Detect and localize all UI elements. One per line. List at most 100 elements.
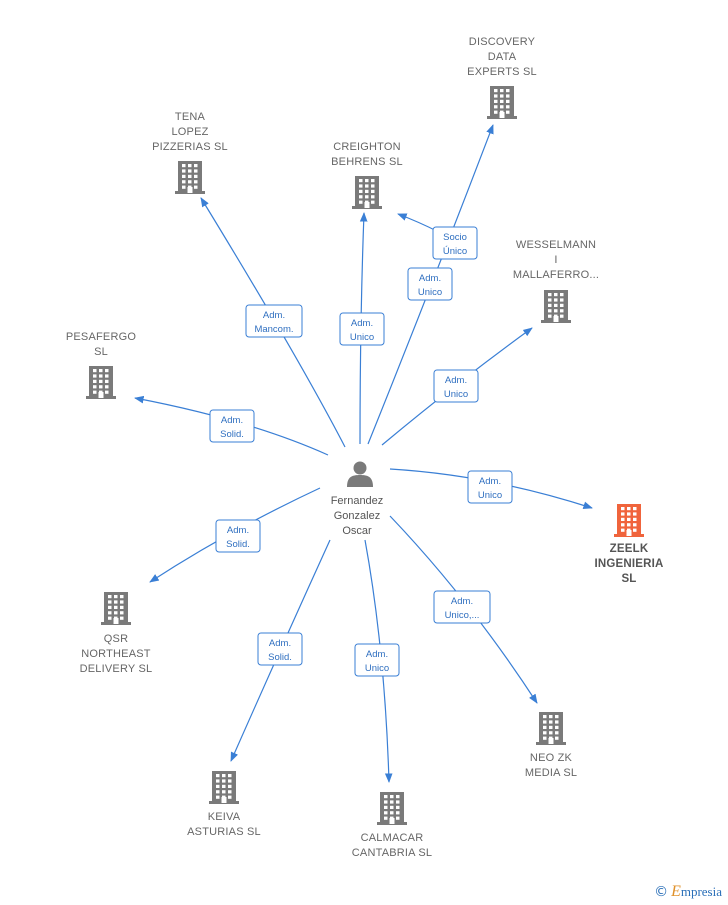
edge-label-text: Adm. xyxy=(479,476,501,487)
nodes-layer: DISCOVERY DATA EXPERTS SL TENA LOPEZ PIZZERIA… xyxy=(66,36,663,859)
company-node-creighton[interactable]: CREIGHTON BEHRENS SL xyxy=(331,141,403,209)
edge-label-box xyxy=(339,312,385,346)
edge-label-text: Unico xyxy=(478,490,502,501)
brand-name: mpresia xyxy=(680,884,722,899)
company-label: DATA xyxy=(488,51,517,63)
edge-labels-layer: Adm.Mancom.Adm.UnicoSocioÚnicoAdm.UnicoA… xyxy=(209,226,513,677)
edge-label-text: Adm. xyxy=(269,638,291,649)
edge-label-box xyxy=(467,470,513,504)
edge-label-qsr[interactable]: Adm. Solid. xyxy=(215,519,261,553)
edge-label-text: Adm. xyxy=(263,310,285,321)
edge-label-calmacar[interactable]: Adm. Unico xyxy=(354,643,400,677)
building-icon xyxy=(536,712,566,745)
brand-initial: E xyxy=(671,883,681,900)
edge-label-tena[interactable]: Adm. Mancom. xyxy=(245,304,303,338)
company-label: PIZZERIAS SL xyxy=(152,141,228,153)
edge-label-text: Adm. xyxy=(227,525,249,536)
copyright-symbol: © xyxy=(654,884,669,900)
company-label: NORTHEAST xyxy=(81,648,151,660)
building-icon xyxy=(209,771,239,804)
footer-brand: ©Empresia xyxy=(654,883,722,901)
person-name-line: Fernandez xyxy=(331,495,384,507)
building-icon xyxy=(352,176,382,209)
company-label: ASTURIAS SL xyxy=(187,826,261,838)
edge-label-discovery[interactable]: Adm. Unico xyxy=(407,267,453,301)
company-label: NEO ZK xyxy=(530,752,573,764)
company-node-keiva[interactable]: KEIVA ASTURIAS SL xyxy=(187,771,261,838)
company-label: PESAFERGO xyxy=(66,331,137,343)
edge-label-neo[interactable]: Adm. Unico,... xyxy=(433,590,491,624)
edge-label-box xyxy=(209,409,255,443)
company-label: CANTABRIA SL xyxy=(352,847,432,859)
company-label: CREIGHTON xyxy=(333,141,401,153)
edge-label-text: Adm. xyxy=(221,415,243,426)
edge-label-box xyxy=(257,632,303,666)
edge-label-text: Solid. xyxy=(220,429,244,440)
company-node-calmacar[interactable]: CALMACAR CANTABRIA SL xyxy=(352,792,432,859)
company-label: INGENIERIA xyxy=(594,558,663,570)
edge-label-text: Adm. xyxy=(419,273,441,284)
company-node-pesafergo[interactable]: PESAFERGO SL xyxy=(66,331,137,399)
edge-label-text: Adm. xyxy=(366,649,388,660)
edge-label-text: Unico xyxy=(418,287,442,298)
company-node-zeelk[interactable]: ZEELK INGENIERIA SL xyxy=(594,504,663,585)
edge-label-text: Adm. xyxy=(351,318,373,329)
edge-label-text: Único xyxy=(443,246,467,257)
edge-label-text: Unico xyxy=(350,332,374,343)
person-name-line: Oscar xyxy=(342,525,372,537)
company-label: WESSELMANN xyxy=(516,239,596,251)
company-label: LOPEZ xyxy=(171,126,208,138)
building-icon xyxy=(487,86,517,119)
company-label: CALMACAR xyxy=(361,832,424,844)
edges-layer xyxy=(134,124,593,783)
edge-label-text: Unico,... xyxy=(445,610,480,621)
company-label: EXPERTS SL xyxy=(467,66,537,78)
company-label: ZEELK xyxy=(610,543,649,555)
edge-label-text: Mancom. xyxy=(254,324,293,335)
company-label: BEHRENS SL xyxy=(331,156,403,168)
edge-label-text: Adm. xyxy=(451,596,473,607)
edge-label-box xyxy=(432,226,478,260)
edge-label-zeelk[interactable]: Adm. Unico xyxy=(467,470,513,504)
building-icon xyxy=(541,290,571,323)
edge-label-text: Solid. xyxy=(268,652,292,663)
edge-label-creighton[interactable]: Adm. Unico xyxy=(339,312,385,346)
person-icon xyxy=(347,461,373,487)
edge-label-text: Socio xyxy=(443,232,467,243)
edge-label-box xyxy=(354,643,400,677)
edge-label-box xyxy=(245,304,303,338)
edge-label-box xyxy=(433,590,491,624)
company-label: DELIVERY SL xyxy=(80,663,153,675)
edge-label-box xyxy=(407,267,453,301)
edge-label-pesafergo[interactable]: Adm. Solid. xyxy=(209,409,255,443)
building-icon xyxy=(175,161,205,194)
person-name-line: Gonzalez xyxy=(334,510,380,522)
company-node-discovery[interactable]: DISCOVERY DATA EXPERTS SL xyxy=(467,36,537,119)
company-label: I xyxy=(554,254,557,266)
edge-label-text: Unico xyxy=(444,389,468,400)
company-label: QSR xyxy=(104,633,128,645)
edge-label-text: Adm. xyxy=(445,375,467,386)
edge-label-text: Solid. xyxy=(226,539,250,550)
company-label: DISCOVERY xyxy=(469,36,536,48)
building-icon xyxy=(377,792,407,825)
building-icon xyxy=(86,366,116,399)
edge-label-box xyxy=(433,369,479,403)
company-node-neo[interactable]: NEO ZK MEDIA SL xyxy=(525,712,577,779)
company-node-tena[interactable]: TENA LOPEZ PIZZERIAS SL xyxy=(152,111,228,194)
edge-label-keiva[interactable]: Adm. Solid. xyxy=(257,632,303,666)
company-node-wesselmann[interactable]: WESSELMANN I MALLAFERRO... xyxy=(513,239,599,323)
company-label: TENA xyxy=(175,111,206,123)
company-label: MALLAFERRO... xyxy=(513,269,599,281)
company-label: KEIVA xyxy=(208,811,241,823)
building-icon xyxy=(614,504,644,537)
company-label: SL xyxy=(621,573,636,585)
edge-label-text: Unico xyxy=(365,663,389,674)
company-label: SL xyxy=(94,346,108,358)
company-label: MEDIA SL xyxy=(525,767,577,779)
company-node-qsr[interactable]: QSR NORTHEAST DELIVERY SL xyxy=(80,592,153,675)
edge-label-wesselmann[interactable]: Adm. Unico xyxy=(433,369,479,403)
